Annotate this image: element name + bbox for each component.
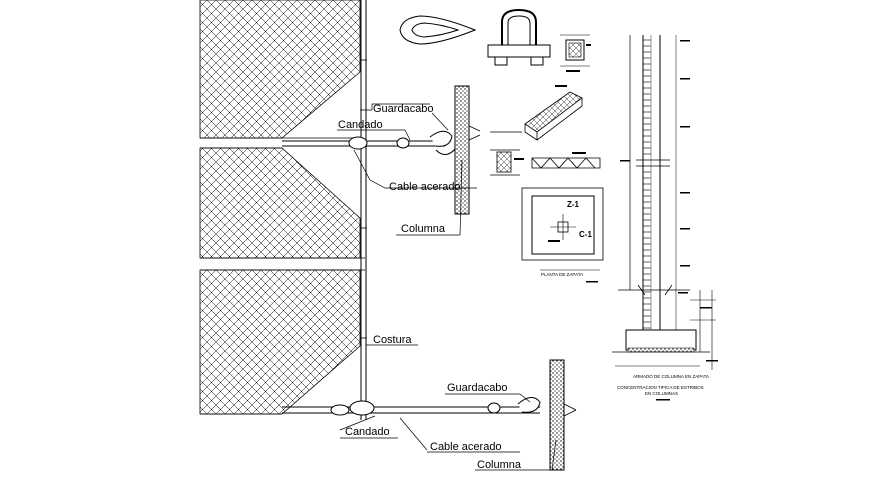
column-caption-2: CONCENTRACION TIPICA DE ESTRIBOS [617,385,704,390]
column-section-detail [560,34,591,72]
bottom-cable-assembly [282,359,577,471]
label-guardacabo-top: Guardacabo [373,103,434,115]
bottom-label-leaders [339,344,557,471]
label-cable-acerado-top: Cable acerado [389,181,461,193]
beam-section-detail [490,149,601,176]
label-columna-bottom: Columna [477,459,522,471]
thimble-detail [399,15,477,45]
label-costura: Costura [373,334,412,346]
column-elevation [612,35,716,370]
column-dimension-ticks [586,40,718,401]
label-guardacabo-bottom: Guardacabo [447,382,508,394]
footing-plan [521,187,604,271]
drawing-labels: Guardacabo Candado Cable acerado Columna… [338,103,709,471]
footing-z-label: Z-1 [567,200,580,209]
u-bolt-detail [487,8,551,66]
top-label-leaders [337,103,477,236]
fence-mesh-panels [199,0,365,415]
column-caption-3: EN COLUMNAS [645,391,678,396]
footing-caption: PLANTA DE ZAPATA [541,272,583,277]
label-cable-acerado-bottom: Cable acerado [430,441,502,453]
footing-c-label: C-1 [579,230,592,239]
rebar-cage-isometric [490,85,583,141]
top-cable-assembly [282,85,481,215]
label-columna-top: Columna [401,223,446,235]
column-caption-1: ARMADO DE COLUMNA EN ZAPATA [633,374,709,379]
label-candado-top: Candado [338,119,383,131]
label-candado-bottom: Candado [345,426,390,438]
fence-post [360,0,367,420]
